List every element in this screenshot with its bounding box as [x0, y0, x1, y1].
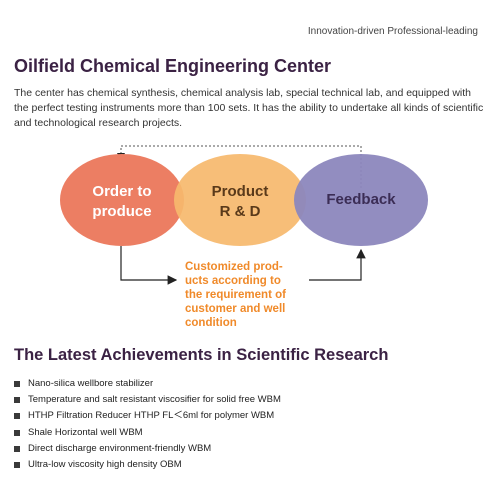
- achievements-list: Nano-silica wellbore stabilizer Temperat…: [14, 376, 281, 473]
- bullet-square-icon: [14, 381, 20, 387]
- bullet-square-icon: [14, 445, 20, 452]
- achievements-title: The Latest Achievements in Scientific Re…: [14, 346, 389, 364]
- achievement-text: Ultra-low viscosity high density OBM: [28, 459, 182, 471]
- product-label-line-1: Product: [211, 183, 269, 200]
- feedback-label: Feedback: [306, 190, 416, 210]
- center-intro: The center has chemical synthesis, chemi…: [14, 87, 484, 129]
- center-title: Oilfield Chemical Engineering Center: [14, 56, 332, 76]
- feedback-label-text: Feedback: [326, 191, 396, 208]
- achievement-text: Direct discharge environment-friendly WB…: [28, 442, 212, 454]
- note-to-feedback-arrow: [309, 248, 366, 281]
- workflow-diagram-graphic: [60, 145, 428, 285]
- header-tagline: Innovation-driven Professional-leading: [307, 26, 478, 37]
- achievement-text: Shale Horizontal well WBM: [28, 426, 143, 438]
- bullet-square-icon: [14, 413, 20, 420]
- order-label-line-2: produce: [92, 203, 152, 220]
- note-line-1: Customized prod-: [185, 261, 283, 273]
- product-ellipse: [174, 154, 306, 246]
- achievement-item: Temperature and salt resistant viscosifi…: [14, 392, 281, 408]
- note-line-5: condition: [185, 317, 237, 329]
- achievement-item: Direct discharge environment-friendly WB…: [14, 441, 281, 457]
- achievement-text: Temperature and salt resistant viscosifi…: [28, 394, 281, 406]
- order-ellipse: [60, 154, 184, 246]
- bullet-square-icon: [14, 397, 20, 404]
- workflow-diagram: Order to produce Product R & D Feedback …: [0, 138, 500, 338]
- order-label-line-1: Order to: [92, 183, 152, 200]
- achievement-item: HTHP Filtration Reducer HTHP FL＜6ml for …: [14, 408, 281, 424]
- product-label-line-2: R & D: [219, 203, 261, 220]
- customized-products-note: Customized prod- ucts according to the r…: [185, 260, 315, 330]
- achievement-item: Nano-silica wellbore stabilizer: [14, 376, 281, 392]
- note-line-3: the requirement of: [185, 289, 286, 301]
- order-to-note-arrow: [120, 246, 178, 285]
- feedback-ellipse: [294, 154, 428, 246]
- bullet-square-icon: [14, 429, 20, 436]
- order-label: Order to produce: [72, 182, 172, 222]
- achievement-item: Shale Horizontal well WBM: [14, 425, 281, 441]
- achievement-item: Ultra-low viscosity high density OBM: [14, 457, 281, 473]
- note-line-2: ucts according to: [185, 275, 281, 287]
- product-label: Product R & D: [190, 182, 290, 222]
- achievement-text: HTHP Filtration Reducer HTHP FL＜6ml for …: [28, 410, 275, 422]
- achievement-text: Nano-silica wellbore stabilizer: [28, 378, 154, 389]
- note-line-4: customer and well: [185, 303, 286, 315]
- bullet-square-icon: [14, 462, 20, 469]
